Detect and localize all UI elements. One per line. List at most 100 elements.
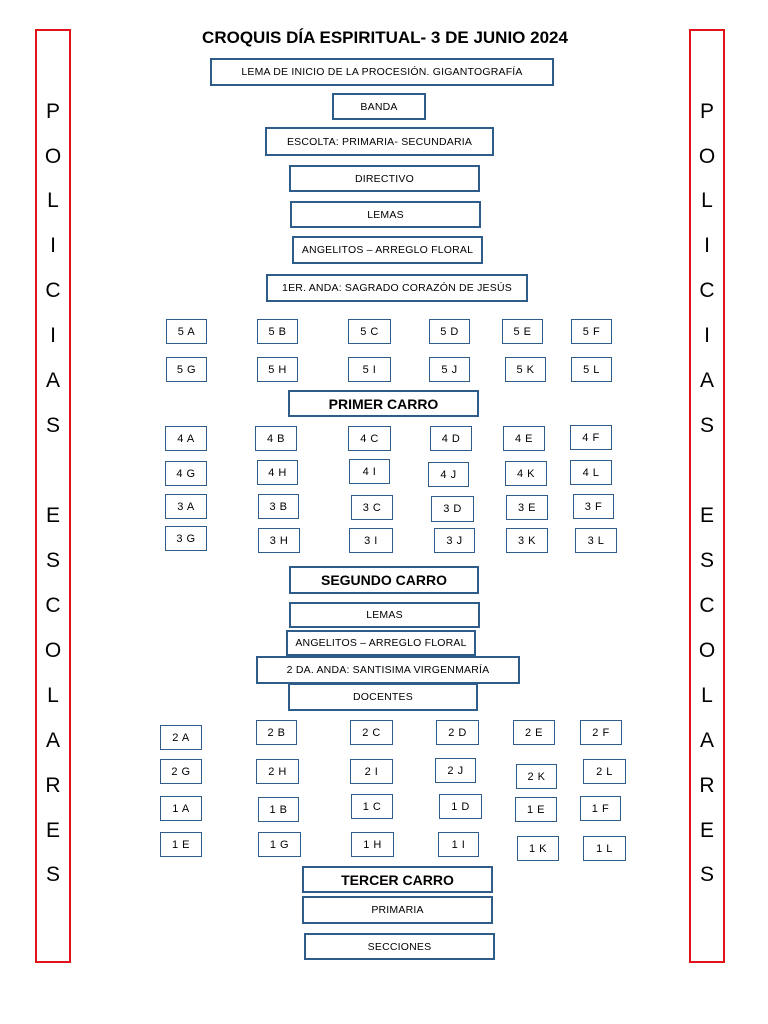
section-cell: 2 K xyxy=(516,764,557,789)
section-cell: 1 E xyxy=(160,832,202,857)
section-cell: 1 L xyxy=(583,836,626,861)
section-cell: 5 A xyxy=(166,319,207,344)
section-cell: 2 D xyxy=(436,720,479,745)
side-letter: O xyxy=(44,145,62,168)
section-cell: 4 H xyxy=(257,460,298,485)
section-cell: 3 B xyxy=(258,494,299,519)
section-cell: 5 J xyxy=(429,357,470,382)
section-cell: 3 D xyxy=(431,496,474,522)
side-letter: P xyxy=(45,100,60,123)
side-letter: A xyxy=(45,369,60,392)
docentes-box: DOCENTES xyxy=(288,683,478,711)
angelitos-box-2: ANGELITOS – ARREGLO FLORAL xyxy=(286,630,476,656)
section-cell: 3 L xyxy=(575,528,617,553)
side-letter: C xyxy=(699,279,715,302)
section-cell: 4 C xyxy=(348,426,391,451)
side-letter: S xyxy=(699,549,714,572)
side-letter: S xyxy=(45,414,60,437)
section-cell: 1 A xyxy=(160,796,202,821)
section-cell: 3 F xyxy=(573,494,614,519)
side-letter: A xyxy=(45,729,60,752)
anda-1-box: 1ER. ANDA: SAGRADO CORAZÓN DE JESÚS xyxy=(266,274,528,302)
section-cell: 2 I xyxy=(350,759,393,784)
section-cell: 3 A xyxy=(165,494,207,519)
section-cell: 1 H xyxy=(351,832,394,857)
section-cell: 5 I xyxy=(348,357,391,382)
section-cell: 4 K xyxy=(505,461,547,486)
lema-inicio-box: LEMA DE INICIO DE LA PROCESIÓN. GIGANTOG… xyxy=(210,58,554,86)
anda-2-box: 2 DA. ANDA: SANTISIMA VIRGENMARÍA xyxy=(256,656,520,684)
side-letter: I xyxy=(50,234,56,257)
section-cell: 4 G xyxy=(165,461,207,486)
section-cell: 2 A xyxy=(160,725,202,750)
section-cell: 1 K xyxy=(517,836,559,861)
side-letter: S xyxy=(699,414,714,437)
side-letter: A xyxy=(699,729,714,752)
section-cell: 4 B xyxy=(255,426,297,451)
section-cell: 5 E xyxy=(502,319,543,344)
primer-carro-box: PRIMER CARRO xyxy=(288,390,479,417)
section-cell: 4 J xyxy=(428,462,469,487)
section-cell: 4 D xyxy=(430,426,472,451)
section-cell: 2 B xyxy=(256,720,297,745)
section-cell: 4 I xyxy=(349,459,390,484)
section-cell: 4 L xyxy=(570,460,612,485)
section-cell: 1 G xyxy=(258,832,301,857)
side-letter: R xyxy=(45,774,61,797)
side-letter: L xyxy=(47,684,59,707)
section-cell: 1 I xyxy=(438,832,479,857)
section-cell: 1 F xyxy=(580,796,621,821)
section-cell: 1 C xyxy=(351,794,393,819)
section-cell: 4 A xyxy=(165,426,207,451)
section-cell: 3 I xyxy=(349,528,393,553)
section-cell: 3 K xyxy=(506,528,548,553)
section-cell: 5 L xyxy=(571,357,612,382)
side-letter: S xyxy=(699,863,714,886)
side-letter: P xyxy=(699,100,714,123)
side-letter: C xyxy=(45,594,61,617)
section-cell: 2 J xyxy=(435,758,476,783)
lemas-box-1: LEMAS xyxy=(290,201,481,228)
side-letter: O xyxy=(44,639,62,662)
section-cell: 5 K xyxy=(505,357,546,382)
section-cell: 5 F xyxy=(571,319,612,344)
section-cell: 3 G xyxy=(165,526,207,551)
escolta-box: ESCOLTA: PRIMARIA- SECUNDARIA xyxy=(265,127,494,156)
section-cell: 2 C xyxy=(350,720,393,745)
section-cell: 3 C xyxy=(351,495,393,520)
section-cell: 2 G xyxy=(160,759,202,784)
side-letter: E xyxy=(699,819,714,842)
angelitos-box-1: ANGELITOS – ARREGLO FLORAL xyxy=(292,236,483,264)
page-title: CROQUIS DÍA ESPIRITUAL- 3 DE JUNIO 2024 xyxy=(202,28,568,47)
section-cell: 3 E xyxy=(506,495,548,520)
section-cell: 5 C xyxy=(348,319,391,344)
section-cell: 2 H xyxy=(256,759,299,784)
section-cell: 5 G xyxy=(166,357,207,382)
side-letter: A xyxy=(699,369,714,392)
side-letter: S xyxy=(45,863,60,886)
side-letter: L xyxy=(701,189,713,212)
section-cell: 1 E xyxy=(515,797,557,822)
side-letter: L xyxy=(47,189,59,212)
side-letter: O xyxy=(698,639,716,662)
side-letter: E xyxy=(699,504,714,527)
directivo-box: DIRECTIVO xyxy=(289,165,480,192)
primaria-box: PRIMARIA xyxy=(302,896,493,924)
side-letter: I xyxy=(50,324,56,347)
section-cell: 1 B xyxy=(258,797,299,822)
side-letter: I xyxy=(704,234,710,257)
side-letter: C xyxy=(45,279,61,302)
section-cell: 4 F xyxy=(570,425,612,450)
side-letter: E xyxy=(45,819,60,842)
section-cell: 2 L xyxy=(583,759,626,784)
section-cell: 2 F xyxy=(580,720,622,745)
tercer-carro-box: TERCER CARRO xyxy=(302,866,493,893)
section-cell: 1 D xyxy=(439,794,482,819)
section-cell: 5 D xyxy=(429,319,470,344)
side-letter: C xyxy=(699,594,715,617)
section-cell: 2 E xyxy=(513,720,555,745)
side-letter: R xyxy=(699,774,715,797)
section-cell: 5 H xyxy=(257,357,298,382)
